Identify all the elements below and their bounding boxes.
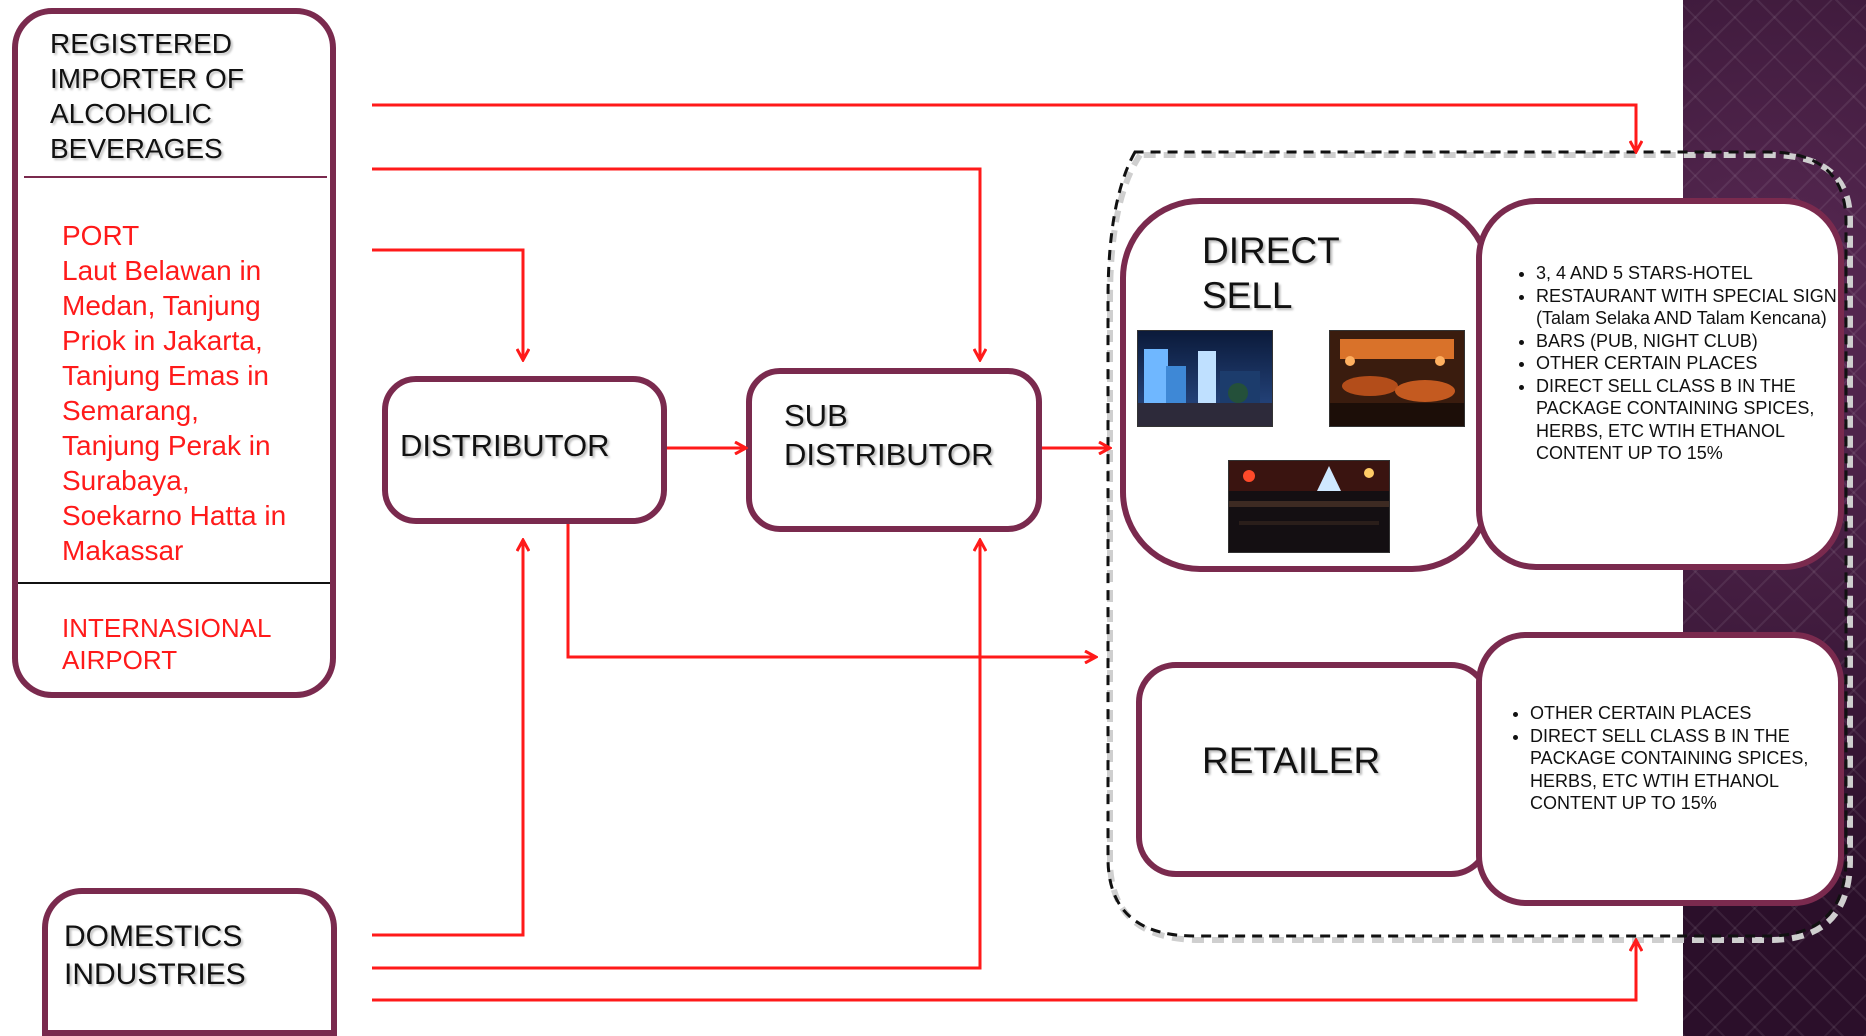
arrow-domestic-to-group [372, 940, 1636, 1002]
retailer-label: RETAILER [1202, 740, 1381, 781]
bar-photo [1228, 460, 1390, 553]
arrow-importer-to-sub-distributor [372, 167, 980, 360]
list-item: OTHER CERTAIN PLACES [1536, 352, 1846, 375]
airport-label: INTERNASIONAL AIRPORT [62, 613, 272, 675]
list-item: OTHER CERTAIN PLACES [1530, 702, 1846, 725]
port-list: PORT Laut Belawan in Medan, Tanjung Prio… [62, 220, 287, 566]
distributor-box [382, 376, 667, 524]
arrow-domestic-to-distributor [372, 540, 523, 937]
restaurant-photo [1329, 330, 1465, 427]
domestic-industries-box [42, 888, 337, 1036]
arrow-domestic-to-sub [372, 540, 980, 970]
direct-sell-info-list: 3, 4 AND 5 STARS-HOTEL RESTAURANT WITH S… [1512, 262, 1846, 465]
list-item: DIRECT SELL CLASS B IN THE PACKAGE CONTA… [1536, 375, 1846, 465]
importer-title: REGISTERED IMPORTER OF ALCOHOLIC BEVERAG… [50, 28, 244, 164]
hotel-photo [1137, 330, 1273, 427]
distributor-label: DISTRIBUTOR [400, 428, 610, 463]
direct-sell-info-box [1476, 198, 1844, 570]
sub-distributor-box [746, 368, 1042, 532]
retailer-box [1136, 662, 1491, 877]
port-divider [18, 582, 330, 584]
arrow-distributor-to-retailer [566, 524, 1096, 657]
retailer-info-box [1476, 632, 1844, 906]
list-item: DIRECT SELL CLASS B IN THE PACKAGE CONTA… [1530, 725, 1846, 815]
sub-distributor-label: SUB DISTRIBUTOR [784, 398, 994, 472]
list-item: BARS (PUB, NIGHT CLUB) [1536, 330, 1846, 353]
list-item: RESTAURANT WITH SPECIAL SIGN (Talam Sela… [1536, 285, 1846, 330]
direct-sell-label: DIRECT SELL [1202, 230, 1340, 316]
arrow-importer-to-distributor [372, 248, 523, 360]
arrow-importer-to-group [372, 103, 1636, 152]
domestic-industries-title: DOMESTICS INDUSTRIES [64, 920, 246, 991]
list-item: 3, 4 AND 5 STARS-HOTEL [1536, 262, 1846, 285]
importer-divider [24, 176, 327, 178]
retailer-info-list: OTHER CERTAIN PLACES DIRECT SELL CLASS B… [1506, 702, 1846, 815]
